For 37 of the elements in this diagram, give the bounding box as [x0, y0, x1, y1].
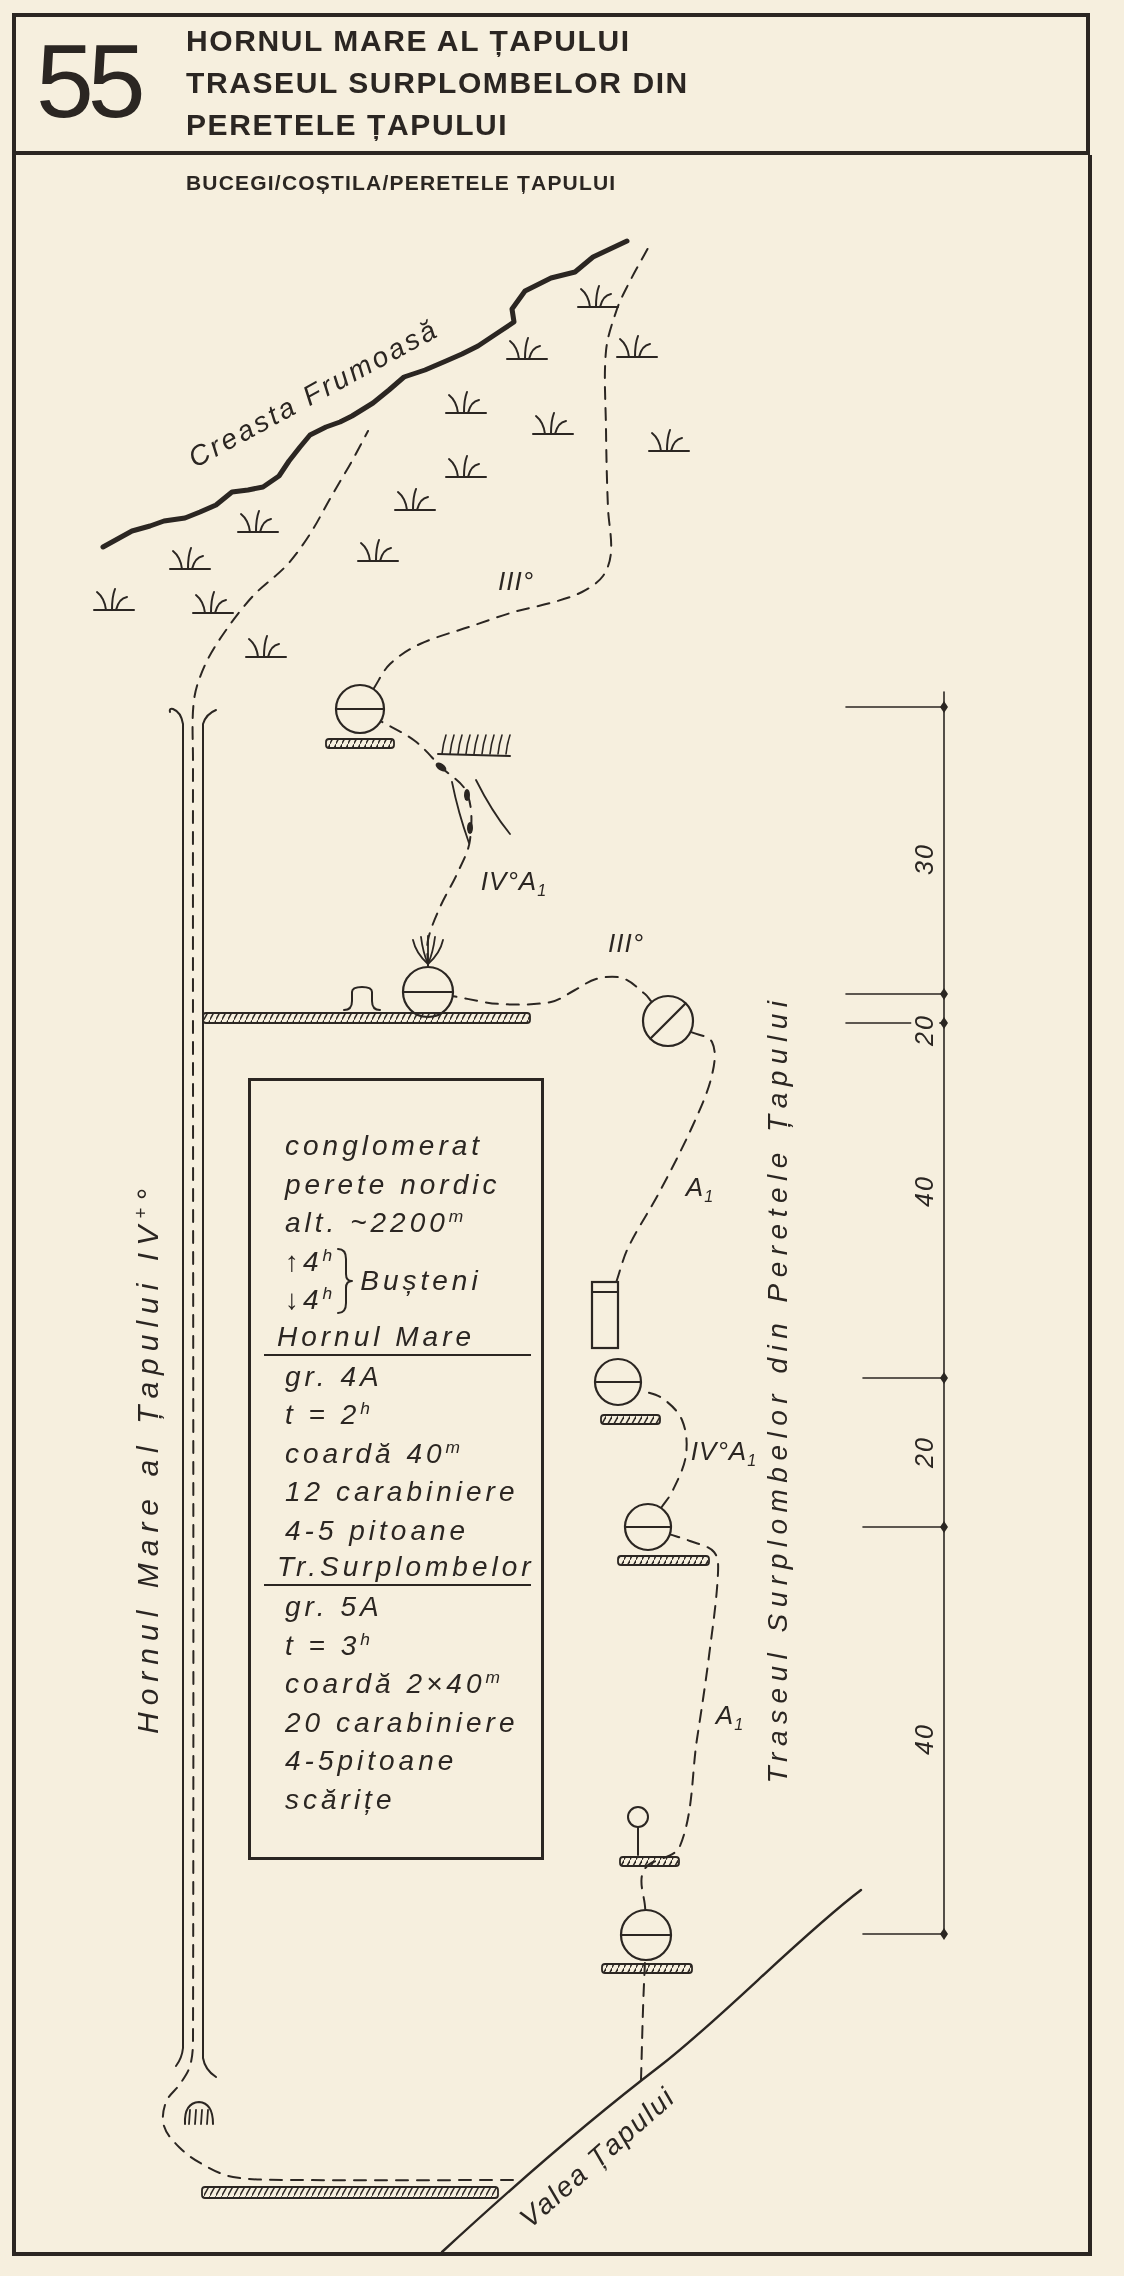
- route-line: [452, 975, 653, 1006]
- section-heading: Tr.Surplombelor: [264, 1550, 531, 1586]
- info-text: 12 carabiniere: [285, 1475, 520, 1509]
- barred-circle: [593, 1357, 643, 1407]
- route-line: [372, 247, 649, 690]
- slashed-circle: [641, 994, 695, 1048]
- section-heading: Hornul Mare: [264, 1319, 531, 1356]
- barred-circle: [623, 1502, 673, 1552]
- info-text: coardă 40$^{m}$: [285, 1435, 465, 1471]
- route-line: [640, 1533, 720, 1910]
- info-text: 4-5pitoane: [285, 1744, 459, 1778]
- info-text: ↓4$^{h}$: [285, 1281, 337, 1317]
- route-line: [615, 1031, 716, 1283]
- rectangle-symbol: [590, 1280, 620, 1350]
- info-text: scărițe: [285, 1782, 397, 1817]
- info-text: 4-5 pitoane: [285, 1513, 471, 1548]
- barred-circle: [334, 683, 386, 735]
- title: HORNUL MARE AL ȚAPULUI TRASEUL SURPLOMBELOR DIN PERETELE ȚAPULUI: [186, 23, 690, 143]
- subtitle: BUCEGI/COȘTILA/PERETELE ȚAPULUI: [186, 172, 617, 193]
- info-text: 20 carabiniere: [285, 1705, 520, 1740]
- route-number: 55: [36, 29, 140, 133]
- info-text: perete nordic: [285, 1167, 502, 1202]
- info-text: gr. 4A: [285, 1359, 384, 1394]
- info-text: Bușteni: [360, 1263, 482, 1298]
- route-line: [380, 720, 473, 967]
- info-text: t = 3$^{h}$: [285, 1627, 375, 1663]
- info-text: t = 2$^{h}$: [285, 1396, 375, 1432]
- route-name: Traseul Surplombelor din Peretele Țapului: [762, 994, 794, 1784]
- info-box: [248, 1078, 544, 1860]
- info-text: coardă 2×40$^{m}$: [285, 1665, 505, 1701]
- info-text: ↑4$^{h}$: [285, 1243, 337, 1279]
- route-line: [640, 1960, 646, 2081]
- info-text: conglomerat: [285, 1129, 485, 1163]
- barred-circle: [401, 965, 455, 1019]
- barred-circle: [619, 1908, 673, 1962]
- info-text: alt. ~2200$^{m}$: [285, 1204, 469, 1240]
- info-text: gr. 5A: [285, 1590, 384, 1624]
